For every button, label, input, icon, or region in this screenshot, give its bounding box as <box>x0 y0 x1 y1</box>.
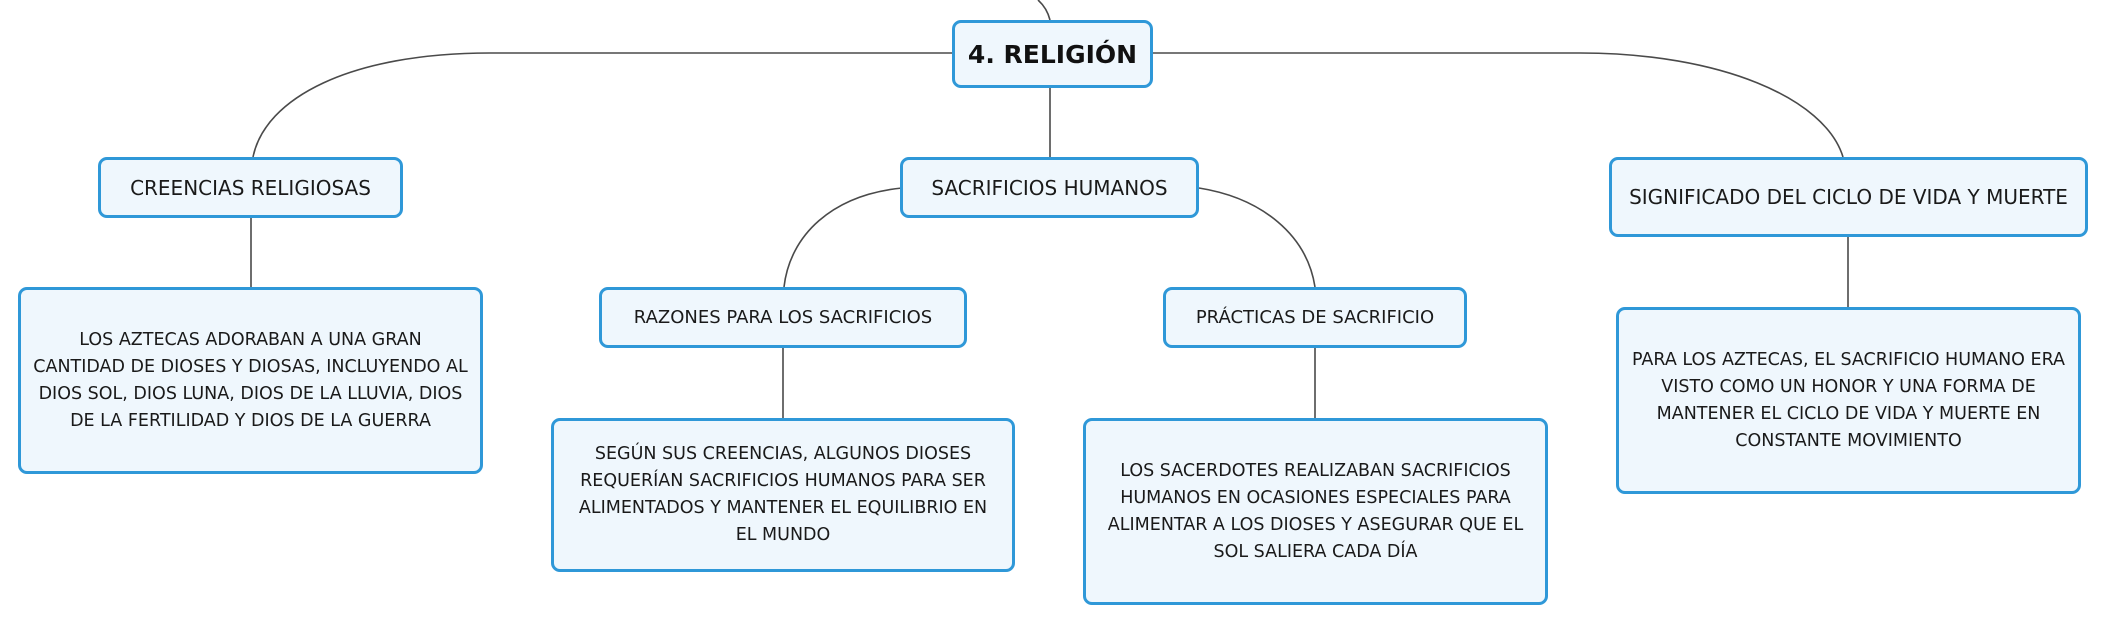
connector-root-significado <box>1153 52 1844 158</box>
detail-text: LOS SACERDOTES REALIZABAN SACRIFICIOS HU… <box>1107 460 1524 562</box>
connector-root-creencias <box>252 52 952 158</box>
detail-ciclo-vida-muerte[interactable]: PARA LOS AZTECAS, EL SACRIFICIO HUMANO E… <box>1616 307 2081 494</box>
connector-sacrificios-practicas <box>1198 187 1316 288</box>
topic-label: RAZONES PARA LOS SACRIFICIOS <box>633 307 933 328</box>
connector-sacrificios-razones <box>783 187 903 288</box>
root-topic-religion[interactable]: 4. RELIGIÓN <box>952 20 1153 88</box>
topic-creencias-religiosas[interactable]: CREENCIAS RELIGIOSAS <box>98 157 403 218</box>
detail-razones-sacrificios[interactable]: SEGÚN SUS CREENCIAS, ALGUNOS DIOSES REQU… <box>551 418 1015 572</box>
topic-label: SACRIFICIOS HUMANOS <box>931 175 1168 200</box>
detail-creencias-religiosas[interactable]: LOS AZTECAS ADORABAN A UNA GRAN CANTIDAD… <box>18 287 483 474</box>
topic-label: SIGNIFICADO DEL CICLO DE VIDA Y MUERTE <box>1629 185 2068 209</box>
topic-ciclo-vida-muerte[interactable]: SIGNIFICADO DEL CICLO DE VIDA Y MUERTE <box>1609 157 2088 237</box>
topic-label: PRÁCTICAS DE SACRIFICIO <box>1195 307 1435 328</box>
topic-label: CREENCIAS RELIGIOSAS <box>130 175 371 200</box>
connector-parent-root <box>1037 0 1051 21</box>
topic-razones-sacrificios[interactable]: RAZONES PARA LOS SACRIFICIOS <box>599 287 967 348</box>
root-topic-label: 4. RELIGIÓN <box>967 39 1138 69</box>
topic-practicas-sacrificio[interactable]: PRÁCTICAS DE SACRIFICIO <box>1163 287 1467 348</box>
detail-text: SEGÚN SUS CREENCIAS, ALGUNOS DIOSES REQU… <box>578 444 988 545</box>
detail-text: LOS AZTECAS ADORABAN A UNA GRAN CANTIDAD… <box>33 329 468 431</box>
detail-text: PARA LOS AZTECAS, EL SACRIFICIO HUMANO E… <box>1632 349 2065 451</box>
topic-sacrificios-humanos[interactable]: SACRIFICIOS HUMANOS <box>900 157 1199 218</box>
detail-practicas-sacrificio[interactable]: LOS SACERDOTES REALIZABAN SACRIFICIOS HU… <box>1083 418 1548 605</box>
